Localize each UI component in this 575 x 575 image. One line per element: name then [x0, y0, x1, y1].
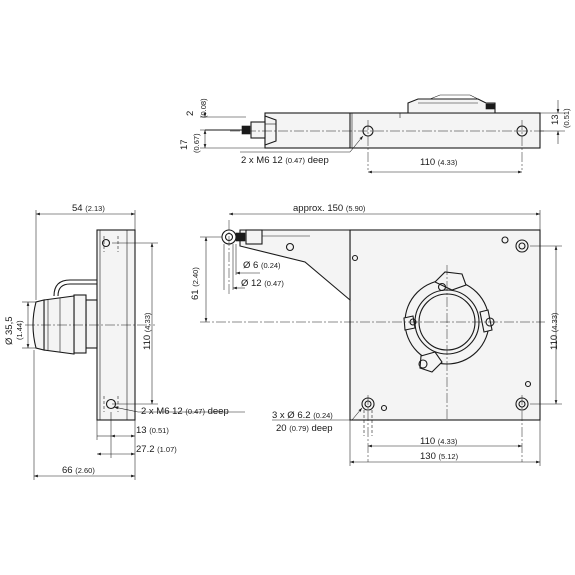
dim-top-110: 110 (4.33)	[420, 157, 458, 168]
dim-side-thread: 2 x M6 12 (0.47) deep	[141, 406, 229, 417]
dim-side-110: 110 (4.33)	[142, 312, 153, 350]
dim-front-holes-depth: 20 (0.79) deep	[276, 423, 333, 434]
dim-side-dia: Ø 35,5	[4, 316, 15, 345]
dim-top-13-in: (0.51)	[562, 108, 571, 128]
top-encoder-bump	[407, 98, 496, 114]
dim-top-13: 13	[550, 114, 561, 125]
dim-top-17-in: (0.67)	[192, 133, 201, 153]
front-view: approx. 150 (5.90) 61 (2.40) Ø 6 (0.24) …	[190, 203, 562, 466]
dim-front-approx: approx. 150 (5.90)	[293, 203, 366, 214]
dim-top-2-in: (0.08)	[199, 98, 208, 118]
dim-front-61: 61 (2.40)	[190, 267, 201, 300]
dim-front-110v: 110 (4.33)	[549, 312, 560, 350]
dim-top-17: 17	[179, 139, 190, 150]
dim-side-54: 54 (2.13)	[72, 203, 105, 214]
dim-side-27: 27.2 (1.07)	[136, 444, 177, 455]
dim-front-d6: Ø 6 (0.24)	[243, 260, 281, 271]
dim-front-d12: Ø 12 (0.47)	[241, 278, 284, 289]
dim-top-thread: 2 x M6 12 (0.47) deep	[241, 155, 329, 166]
dim-front-110h: 110 (4.33)	[420, 436, 458, 447]
dim-side-13: 13 (0.51)	[136, 425, 169, 436]
dim-top-2: 2	[185, 111, 196, 116]
front-plate	[349, 229, 541, 421]
dim-front-holes: 3 x Ø 6.2 (0.24)	[272, 410, 333, 421]
dim-front-130: 130 (5.12)	[420, 451, 459, 462]
top-housing	[264, 112, 541, 149]
dim-side-dia-in: (1.44)	[15, 320, 24, 340]
top-view: 2 (0.08) 17 (0.67) 13 (0.51) 2 x M6 12 (…	[179, 94, 571, 174]
side-view: 54 (2.13) Ø 35,5 (1.44) 110 (4.33) 2 x M…	[4, 203, 245, 480]
dim-side-66: 66 (2.60)	[62, 465, 95, 476]
front-arm	[239, 229, 351, 302]
